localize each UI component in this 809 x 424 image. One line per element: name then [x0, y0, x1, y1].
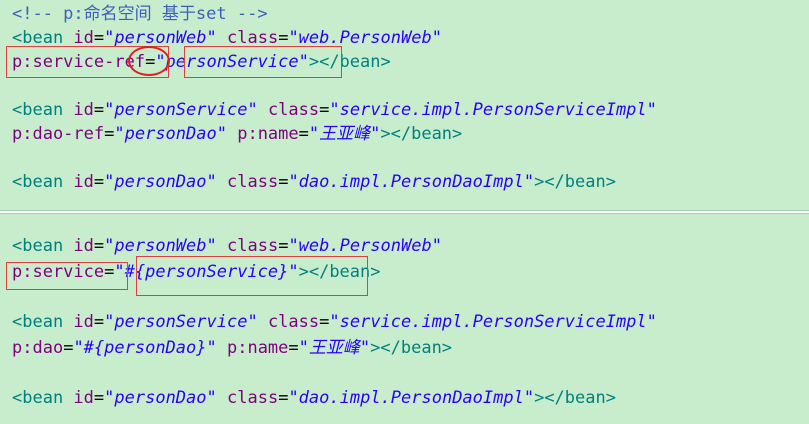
value-spel-person-service: "#{personService}": [114, 262, 299, 282]
equals-sign: =: [278, 236, 289, 256]
tag-open: <bean: [12, 388, 74, 408]
space: [217, 28, 227, 48]
value-id: "personWeb": [104, 28, 217, 48]
equals-sign: =: [93, 236, 105, 256]
comment-cjk-text: 命名空间 基于: [83, 4, 196, 24]
equals-sign: =: [104, 262, 115, 282]
value-spel-person-dao: "#{personDao}": [73, 338, 217, 358]
equals-sign: =: [63, 338, 74, 358]
tag-close: ></bean>: [534, 172, 616, 192]
bean-persondao-line: <bean id="personDao" class="dao.impl.Per…: [12, 386, 616, 410]
highlight-box-value-spel: [136, 256, 368, 296]
space: [217, 388, 227, 408]
attr-class: class: [227, 172, 279, 192]
tag-open: <bean: [12, 236, 74, 256]
attr-p-service-ref: p:service-ref: [12, 52, 146, 72]
tag-open: <bean: [12, 312, 74, 332]
pane-divider: [0, 210, 809, 214]
value-class: "service.impl.PersonServiceImpl": [329, 100, 657, 120]
highlight-box-attr-service: [6, 262, 128, 290]
bean-personservice-line-2: p:dao="#{personDao}" p:name="王亚峰"></bean…: [12, 336, 452, 360]
equals-sign: =: [93, 172, 105, 192]
attr-id: id: [73, 388, 94, 408]
equals-sign: =: [288, 338, 299, 358]
bean-personweb-line-2: p:service="#{personService}"></bean>: [12, 260, 381, 284]
space: [258, 312, 268, 332]
attr-id: id: [73, 172, 94, 192]
bean-personweb-line-1: <bean id="personWeb" class="web.PersonWe…: [12, 26, 442, 50]
equals-sign: =: [104, 124, 115, 144]
value-name-quote-close: ": [370, 124, 381, 144]
space: [217, 172, 227, 192]
value-id: "personService": [104, 312, 258, 332]
attr-id: id: [73, 28, 94, 48]
bean-personweb-line-1: <bean id="personWeb" class="web.PersonWe…: [12, 234, 442, 258]
equals-sign: =: [298, 124, 309, 144]
attr-id: id: [73, 236, 94, 256]
attr-p-name: p:name: [237, 124, 299, 144]
equals-sign: =: [93, 100, 105, 120]
equals-sign: =: [319, 312, 330, 332]
tag-close: ></bean>: [534, 388, 616, 408]
value-name-quote-open: ": [308, 124, 320, 144]
xml-comment-line: <!-- p:命名空间 基于set -->: [12, 2, 268, 26]
space: [217, 338, 227, 358]
attr-class: class: [267, 312, 320, 332]
attr-id: id: [73, 312, 94, 332]
tag-open: <bean: [12, 28, 74, 48]
bean-personservice-line-1: <bean id="personService" class="service.…: [12, 310, 657, 334]
equals-sign: =: [319, 100, 330, 120]
tag-close: ></bean>: [308, 52, 391, 72]
value-name-cjk: 王亚峰: [308, 338, 360, 358]
comment-tail: set -->: [195, 4, 268, 24]
code-pane-spel-syntax: <bean id="personWeb" class="web.PersonWe…: [0, 214, 809, 424]
space: [227, 124, 237, 144]
equals-sign: =: [278, 388, 289, 408]
tag-close: ></bean>: [298, 262, 381, 282]
tag-open: <bean: [12, 172, 74, 192]
tag-close: ></bean>: [380, 124, 463, 144]
bean-personservice-line-2: p:dao-ref="personDao" p:name="王亚峰"></bea…: [12, 122, 462, 146]
equals-sign: =: [93, 312, 105, 332]
tag-open: <bean: [12, 100, 74, 120]
attr-p-dao: p:dao: [12, 338, 64, 358]
value-class: "dao.impl.PersonDaoImpl": [288, 172, 535, 192]
equals-sign: =: [93, 28, 105, 48]
code-pane-ref-syntax: <!-- p:命名空间 基于set --> <bean id="personWe…: [0, 0, 809, 210]
equals-sign: =: [278, 172, 289, 192]
value-name-quote-open: ": [298, 338, 309, 358]
attr-id: id: [73, 100, 94, 120]
equals-sign: =: [93, 388, 105, 408]
value-id: "personDao": [104, 388, 217, 408]
attr-p-name: p:name: [226, 338, 289, 358]
bean-persondao-line: <bean id="personDao" class="dao.impl.Per…: [12, 170, 616, 194]
value-name-cjk: 王亚峰: [319, 124, 371, 144]
equals-sign: =: [278, 28, 289, 48]
value-person-dao: "personDao": [114, 124, 227, 144]
space: [258, 100, 268, 120]
comment-open: <!-- p:: [12, 4, 84, 24]
tag-close: ></bean>: [370, 338, 453, 358]
highlight-box-value-ref: [184, 46, 342, 78]
value-person-service: "personService": [155, 52, 309, 72]
attr-class: class: [227, 388, 279, 408]
bean-personweb-line-2: p:service-ref="personService"></bean>: [12, 50, 391, 74]
value-id: "personService": [104, 100, 258, 120]
value-id: "personWeb": [104, 236, 217, 256]
value-class: "service.impl.PersonServiceImpl": [329, 312, 657, 332]
value-class: "dao.impl.PersonDaoImpl": [288, 388, 535, 408]
space: [217, 236, 227, 256]
attr-class: class: [227, 28, 279, 48]
attr-p-dao-ref: p:dao-ref: [12, 124, 105, 144]
attr-class: class: [227, 236, 279, 256]
attr-class: class: [267, 100, 320, 120]
attr-p-service: p:service: [12, 262, 105, 282]
value-id: "personDao": [104, 172, 217, 192]
value-name-quote-close: ": [359, 338, 371, 358]
bean-personservice-line-1: <bean id="personService" class="service.…: [12, 98, 657, 122]
highlight-circle-ref-suffix: [128, 46, 170, 76]
value-class: "web.PersonWeb": [288, 28, 442, 48]
value-class: "web.PersonWeb": [288, 236, 442, 256]
